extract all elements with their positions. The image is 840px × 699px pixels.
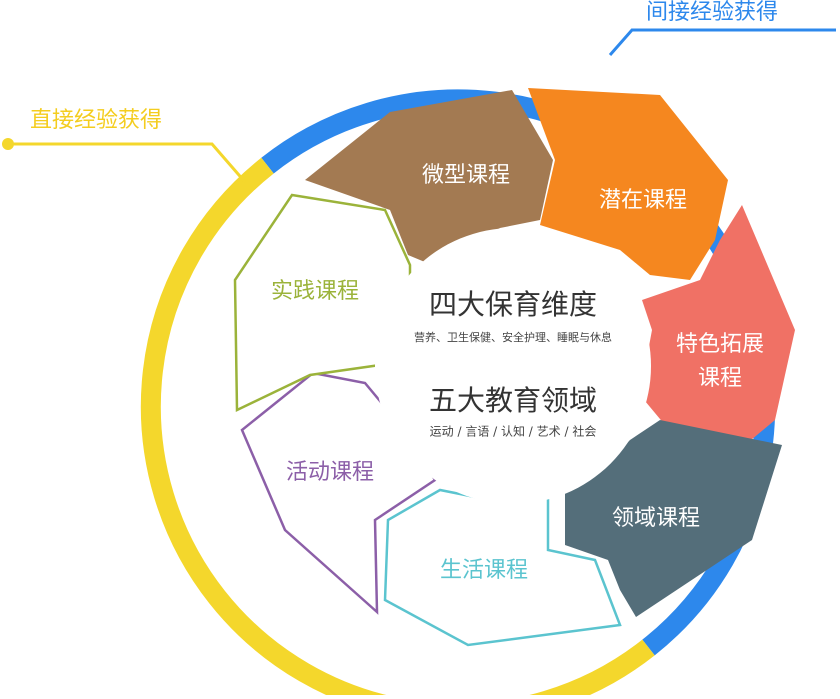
segment-label-activity: 活动课程 [285, 459, 375, 485]
direct-leader-dot [2, 138, 14, 150]
label-indirect-experience: 间接经验获得 [646, 0, 779, 25]
segment-domain-course[interactable] [565, 420, 782, 617]
segment-label-special: 特色拓展课程 [675, 331, 765, 391]
direct-leader-line [8, 142, 247, 183]
indirect-leader-line [608, 28, 836, 56]
center-disc [375, 228, 651, 504]
segment-micro-course[interactable] [305, 90, 553, 265]
label-direct-experience: 直接经验获得 [30, 108, 163, 133]
segment-activity-course[interactable] [240, 371, 437, 615]
segment-special-course[interactable] [640, 205, 795, 445]
segment-label-practice: 实践课程 [270, 278, 360, 304]
segment-label-hidden: 潜在课程 [598, 187, 688, 213]
center-title-education: 五大教育领域 [428, 384, 598, 417]
segment-hidden-course[interactable] [528, 88, 728, 280]
segment-label-micro: 微型课程 [421, 162, 511, 188]
segment-label-life: 生活课程 [439, 557, 529, 583]
center-subtitle-care: 营养、卫生保健、安全护理、睡眠与休息 [414, 331, 612, 344]
segment-label-domain: 领域课程 [611, 505, 701, 531]
center-subtitle-education: 运动 / 言语 / 认知 / 艺术 / 社会 [429, 424, 597, 439]
center-title-care: 四大保育维度 [428, 288, 598, 321]
outer-ring-yellow-arc [140, 157, 655, 699]
